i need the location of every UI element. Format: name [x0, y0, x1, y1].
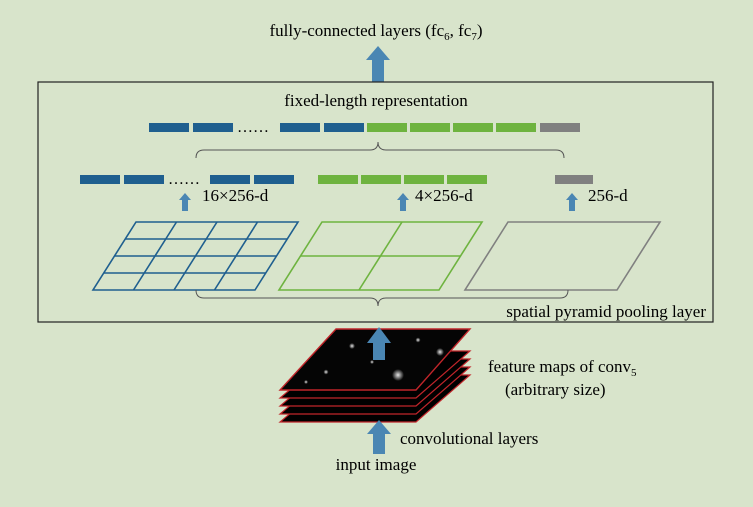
pooling-brace: [195, 289, 569, 307]
vec-seg-gray: [540, 123, 580, 132]
grid-line: [213, 221, 259, 291]
fixed-length-vector: ……: [149, 119, 580, 136]
vector-ellipsis: ……: [168, 171, 200, 188]
vector-256: [555, 175, 593, 184]
arbitrary-size-label: (arbitrary size): [505, 380, 606, 399]
arrow-4x256-icon: [397, 193, 409, 211]
concat-brace: [195, 141, 565, 159]
vec-seg-blue: [324, 123, 364, 132]
dim-4x256-label: 4×256-d: [415, 186, 473, 205]
pyramid-grids: [91, 221, 662, 291]
arrow-to-spp-icon: [367, 327, 391, 360]
feature-maps-label: feature maps of conv5: [488, 357, 637, 379]
vec-seg-blue: [280, 123, 320, 132]
vec-seg-blue: [149, 123, 189, 132]
vector-ellipsis: ……: [237, 119, 269, 136]
input-image-label: input image: [336, 455, 417, 474]
arrow-16x256-icon: [179, 193, 191, 211]
spp-layer-label: spatial pyramid pooling layer: [506, 302, 706, 321]
fc-layers-label: fully-connected layers (fc6, fc7): [269, 21, 482, 43]
spp-box: [37, 81, 714, 323]
grid-2x2: [277, 221, 484, 291]
vec-seg-blue: [193, 123, 233, 132]
grid-1x1: [463, 221, 662, 291]
vec-seg-green: [496, 123, 536, 132]
vec-seg-green: [453, 123, 493, 132]
vec-seg-green: [410, 123, 450, 132]
arrow-conv-icon: [367, 420, 391, 454]
dim-256-label: 256-d: [588, 186, 628, 205]
dim-16x256-label: 16×256-d: [202, 186, 269, 205]
arrow-to-fc-icon: [366, 46, 390, 82]
arrow-256-icon: [566, 193, 578, 211]
vector-4x256: [318, 175, 487, 184]
grid-4x4: [91, 221, 300, 291]
fixed-length-label: fixed-length representation: [284, 91, 468, 110]
conv-layers-label: convolutional layers: [400, 429, 538, 448]
vector-16x256: ……: [80, 171, 294, 188]
vec-seg-green: [367, 123, 407, 132]
